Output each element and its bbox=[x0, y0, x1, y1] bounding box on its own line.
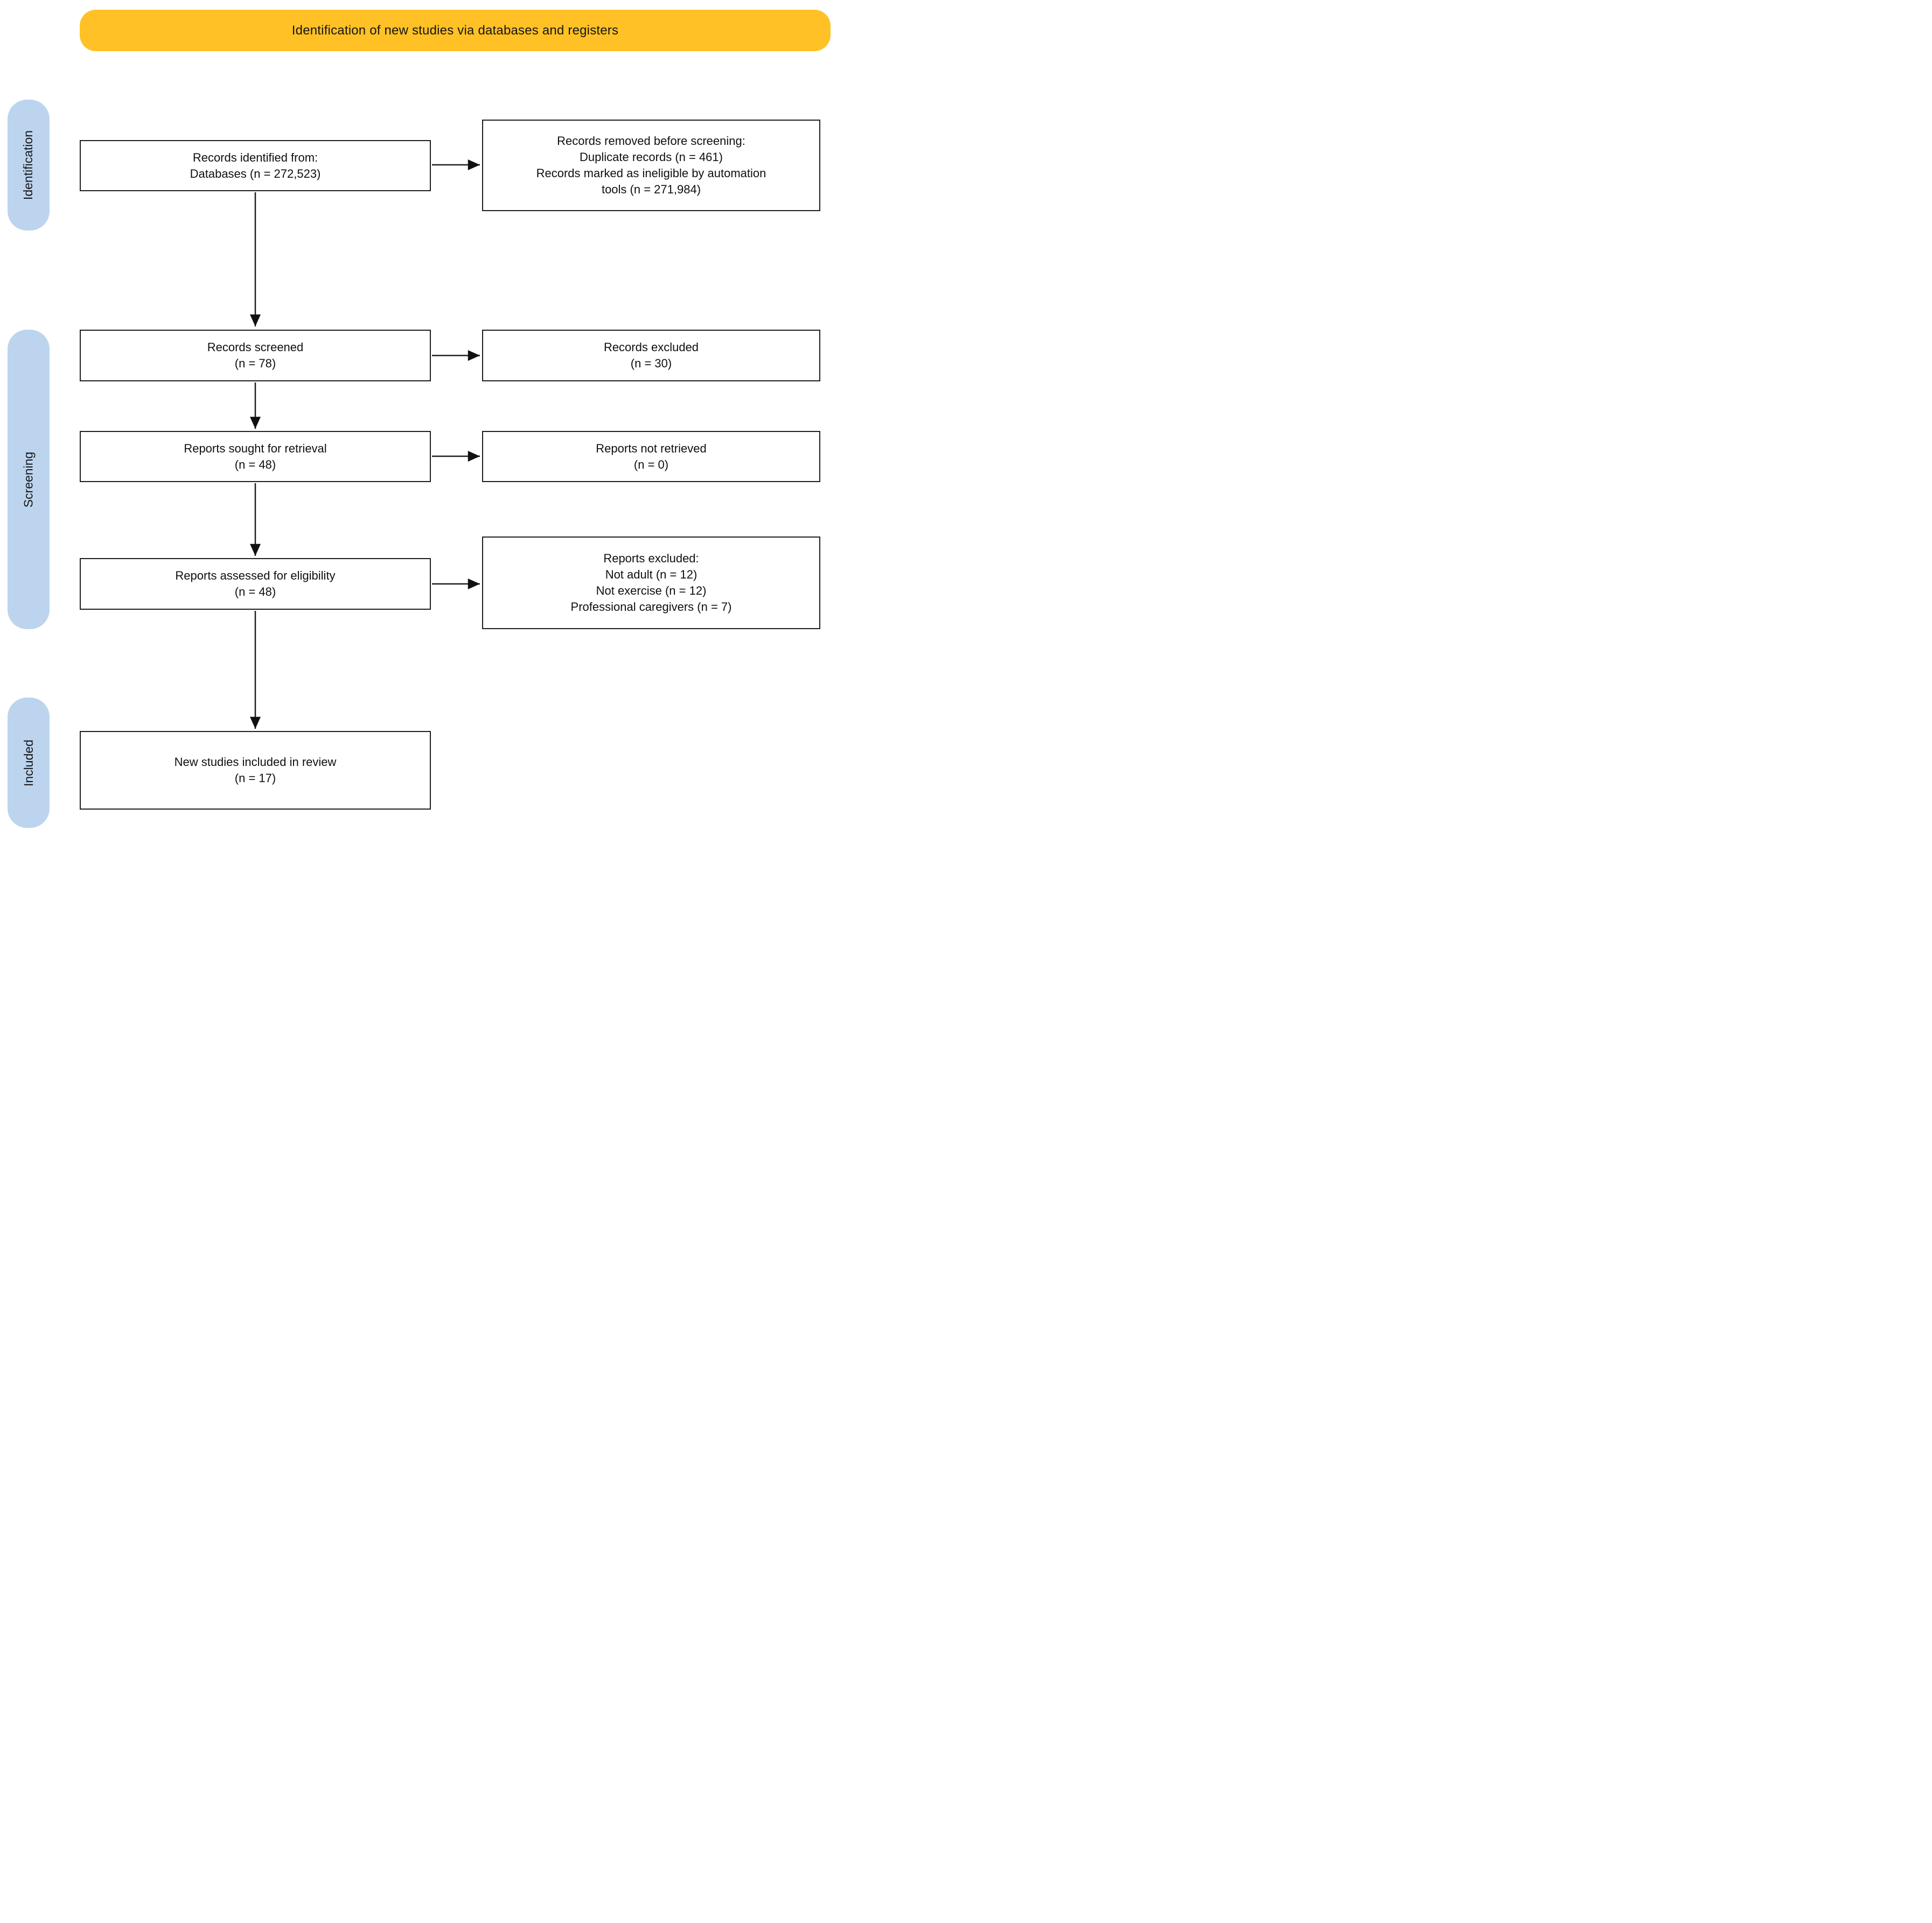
banner-label: Identification of new studies via databa… bbox=[291, 23, 619, 38]
box-line: (n = 78) bbox=[234, 357, 276, 370]
box-reports-excluded: Reports excluded: Not adult (n = 12) Not… bbox=[482, 537, 820, 629]
box-line: Not exercise (n = 12) bbox=[596, 584, 707, 597]
box-line: tools (n = 271,984) bbox=[601, 183, 701, 196]
box-line: Reports excluded: bbox=[603, 552, 699, 565]
box-line: Records screened bbox=[207, 340, 304, 354]
box-line: Reports not retrieved bbox=[596, 441, 707, 455]
stage-pill-screening: Screening bbox=[8, 330, 50, 629]
stage-label-identification: Identification bbox=[21, 130, 36, 200]
box-records-screened: Records screened (n = 78) bbox=[80, 330, 431, 381]
box-line: (n = 30) bbox=[630, 357, 672, 370]
box-line: Reports assessed for eligibility bbox=[175, 569, 336, 582]
box-line: Reports sought for retrieval bbox=[184, 441, 327, 455]
banner: Identification of new studies via databa… bbox=[80, 10, 831, 51]
stage-pill-included: Included bbox=[8, 698, 50, 828]
box-reports-assessed: Reports assessed for eligibility (n = 48… bbox=[80, 558, 431, 610]
box-line: Professional caregivers (n = 7) bbox=[570, 600, 732, 614]
box-line: Records excluded bbox=[603, 340, 699, 354]
box-line: New studies included in review bbox=[174, 755, 337, 769]
box-records-identified: Records identified from: Databases (n = … bbox=[80, 140, 431, 191]
stage-label-included: Included bbox=[21, 739, 36, 786]
box-line: (n = 48) bbox=[234, 585, 276, 598]
box-line: Databases (n = 272,523) bbox=[190, 166, 321, 180]
box-records-excluded: Records excluded (n = 30) bbox=[482, 330, 820, 381]
box-line: Records removed before screening: bbox=[557, 134, 745, 148]
box-line: (n = 0) bbox=[633, 457, 669, 471]
stage-pill-identification: Identification bbox=[8, 100, 50, 231]
box-new-studies-included: New studies included in review (n = 17) bbox=[80, 731, 431, 810]
box-line: (n = 48) bbox=[234, 457, 276, 471]
box-line: Not adult (n = 12) bbox=[605, 568, 698, 581]
prisma-flow-diagram: Identification of new studies via databa… bbox=[0, 0, 833, 830]
box-line: Records marked as ineligible by automati… bbox=[536, 166, 766, 180]
stage-label-screening: Screening bbox=[21, 451, 36, 507]
box-reports-not-retrieved: Reports not retrieved (n = 0) bbox=[482, 431, 820, 482]
box-line: Records identified from: bbox=[192, 150, 318, 164]
box-records-removed: Records removed before screening: Duplic… bbox=[482, 120, 820, 211]
box-line: (n = 17) bbox=[234, 771, 276, 785]
box-line: Duplicate records (n = 461) bbox=[580, 150, 723, 164]
box-reports-sought: Reports sought for retrieval (n = 48) bbox=[80, 431, 431, 482]
